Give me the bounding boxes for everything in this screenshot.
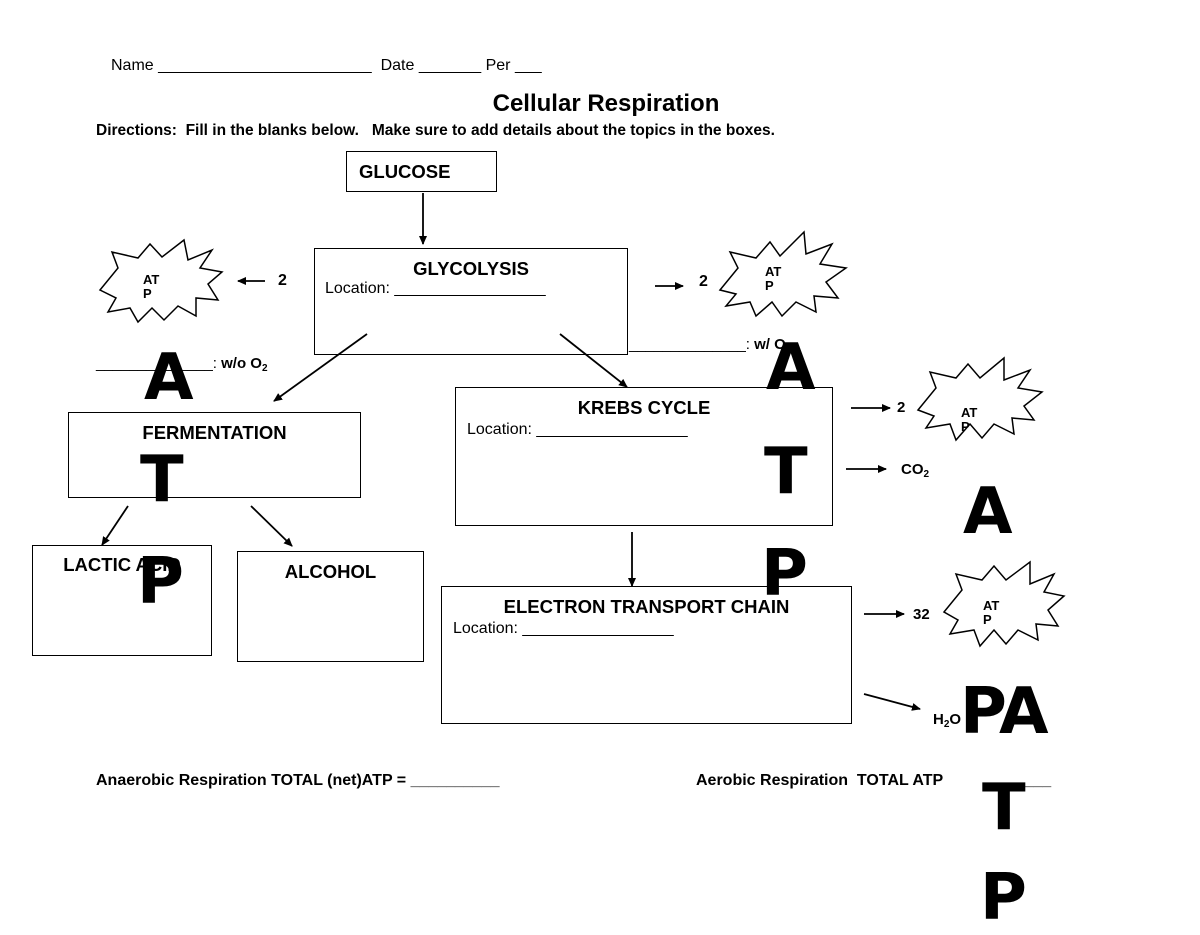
arrow-fermentation-to-lactic	[101, 505, 129, 546]
fermentation-box[interactable]: FERMENTATION	[68, 412, 361, 498]
h2o-label: H2O	[933, 711, 962, 730]
atp-text-line2: P	[961, 419, 970, 434]
glucose-title: GLUCOSE	[359, 161, 451, 182]
glucose-box: GLUCOSE	[346, 151, 497, 192]
name-blank[interactable]: ________________________	[158, 57, 372, 74]
etc-title: ELECTRON TRANSPORT CHAIN	[503, 596, 790, 617]
header-line: Name ________________________ Date _____…	[111, 57, 542, 75]
without-o2-blank[interactable]: ______________:	[96, 355, 217, 372]
handwritten-letter-p-3: P	[980, 861, 1027, 935]
atp-text-line2: P	[983, 612, 992, 627]
lactic-acid-title: LACTIC ACID	[63, 554, 181, 575]
handwritten-letter-a-2: A	[766, 331, 816, 405]
arrow-glycolysis-to-fermentation	[273, 333, 368, 402]
h2o-text: H	[933, 711, 944, 728]
atp-text-line1: AT	[961, 405, 978, 420]
atp-text-line1: AT	[143, 272, 160, 287]
co2-subscript: 2	[923, 469, 930, 480]
date-blank[interactable]: _______	[418, 57, 482, 74]
handwritten-letter-t-2: T	[764, 435, 808, 509]
co2-text: CO	[901, 461, 924, 478]
o2-subscript: 2	[261, 363, 268, 374]
handwritten-letter-t-1: T	[140, 443, 184, 517]
arrow-etc-to-h2o	[863, 693, 921, 711]
etc-box[interactable]: ELECTRON TRANSPORT CHAIN Location: _____…	[441, 586, 852, 724]
aerobic-label: Aerobic Respiration TOTAL ATP	[696, 772, 943, 789]
h2o-subscript: 2	[943, 719, 950, 730]
krebs-cycle-box[interactable]: KREBS CYCLE Location: _________________	[455, 387, 833, 526]
atp-burst-etc	[942, 560, 1066, 648]
aerobic-total[interactable]: Aerobic Respiration TOTAL ATP ______	[696, 772, 1051, 790]
period-label: Per	[485, 57, 511, 74]
aerobic-blank: ______	[997, 772, 1052, 789]
handwritten-letter-p-2: P	[761, 537, 808, 611]
name-label: Name	[111, 57, 154, 74]
handwritten-letter-p-1: P	[137, 545, 184, 619]
krebs-title: KREBS CYCLE	[577, 397, 711, 418]
atp-text-line1: AT	[983, 598, 1000, 613]
without-o2-text: w/o O	[221, 355, 262, 372]
glycolysis-box[interactable]: GLYCOLYSIS Location: _________________	[314, 248, 628, 355]
handwritten-letters-pa: PA	[960, 675, 1049, 749]
alcohol-title: ALCOHOL	[284, 561, 377, 582]
krebs-location[interactable]: Location: _________________	[467, 421, 688, 438]
page-title: Cellular Respiration	[492, 90, 720, 117]
glycolysis-left-atp-count: 2	[278, 272, 287, 289]
lactic-acid-box[interactable]: LACTIC ACID	[32, 545, 212, 656]
atp-text-line2: P	[765, 278, 774, 293]
fermentation-title: FERMENTATION	[142, 422, 287, 443]
arrow-fermentation-to-alcohol	[250, 505, 293, 547]
alcohol-box[interactable]: ALCOHOL	[237, 551, 424, 662]
directions-text: Directions: Fill in the blanks below. Ma…	[96, 122, 775, 139]
etc-location[interactable]: Location: _________________	[453, 620, 674, 637]
date-label: Date	[380, 57, 415, 74]
atp-burst-krebs	[916, 356, 1044, 442]
glycolysis-right-atp-count: 2	[699, 273, 708, 290]
handwritten-letter-t-3: T	[982, 771, 1026, 845]
period-blank[interactable]: ___	[514, 57, 542, 74]
atp-text-line1: AT	[765, 264, 782, 279]
atp-burst-glycolysis-left	[98, 238, 224, 324]
handwritten-letter-a-1: A	[144, 341, 194, 415]
handwritten-letter-a-3: A	[963, 475, 1013, 549]
o2-subscript: 2	[785, 344, 792, 355]
krebs-atp-count: 2	[897, 399, 906, 416]
with-oxygen-label: ______________: w/ O2	[629, 336, 792, 355]
without-oxygen-label: ______________: w/o O2	[96, 355, 268, 374]
glycolysis-location[interactable]: Location: _________________	[325, 280, 546, 297]
atp-text-line2: P	[143, 286, 152, 301]
with-o2-blank[interactable]: ______________:	[629, 336, 750, 353]
h2o-rest: O	[949, 711, 962, 728]
atp-burst-glycolysis-right	[718, 230, 848, 318]
co2-label: CO2	[901, 461, 930, 480]
with-o2-text: w/ O	[754, 336, 786, 353]
arrow-glycolysis-to-krebs	[559, 333, 628, 388]
anaerobic-total[interactable]: Anaerobic Respiration TOTAL (net)ATP = _…	[96, 772, 500, 789]
etc-atp-count: 32	[913, 606, 930, 623]
glycolysis-title: GLYCOLYSIS	[413, 258, 529, 279]
